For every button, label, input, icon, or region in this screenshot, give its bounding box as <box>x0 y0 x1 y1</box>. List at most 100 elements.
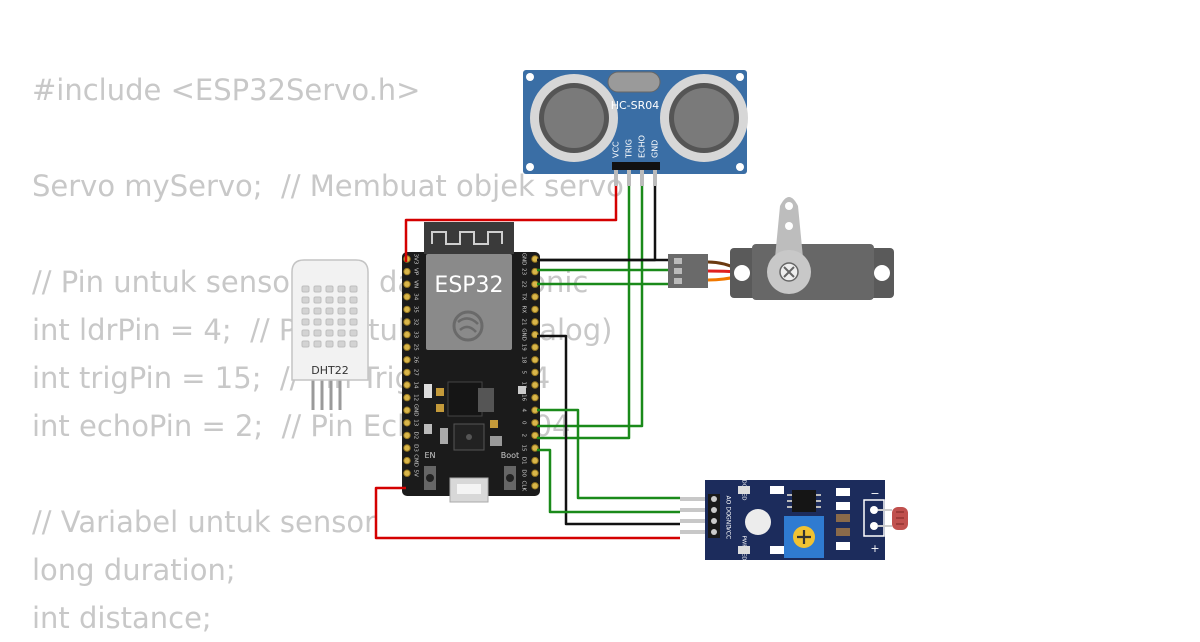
dht22-vent-slot <box>301 318 310 326</box>
dht22-vent-slot <box>313 307 322 315</box>
esp32-right-pin-label: 16 <box>521 394 527 401</box>
dht22-vent-slot <box>313 296 322 304</box>
dht22-vent-slot <box>349 340 358 348</box>
esp32-right-pin <box>531 444 539 452</box>
esp32-right-pin-label: 17 <box>521 382 527 389</box>
boot-label: Boot <box>501 451 519 460</box>
dht22-vent-slot <box>337 340 346 348</box>
dht22-vent-slot <box>337 296 346 304</box>
dht22-vent-slot <box>325 318 334 326</box>
esp32-right-pin <box>531 431 539 440</box>
dht22-vent-slot <box>313 285 322 293</box>
dht22-vent-slot <box>349 285 358 293</box>
code-line: int distance; <box>32 601 212 635</box>
esp32-left-pin-label: GND <box>413 404 419 417</box>
esp32-left-pin-label: 32 <box>413 319 419 326</box>
esp32-left-pin <box>403 406 411 414</box>
ldr-pin-label: DO <box>725 506 732 516</box>
esp32-right-pin-label: 19 <box>521 344 527 351</box>
esp32-right-pin <box>531 393 539 402</box>
esp32-right-pin <box>531 293 539 301</box>
dht22-vent-slot <box>301 329 310 337</box>
esp32-left-pin <box>403 419 411 427</box>
esp32-left-pin <box>403 343 411 351</box>
hc-sr04-label: HC-SR04 <box>611 99 660 112</box>
esp32-right-pin <box>531 456 539 465</box>
dht22-vent-slot <box>349 318 358 326</box>
esp32-left-pin <box>403 393 411 402</box>
dht22-vent-slot <box>325 340 334 348</box>
esp32-left-pin <box>403 280 411 288</box>
dht22-vent-slot <box>301 307 310 315</box>
esp32-right-pin <box>531 419 539 427</box>
esp32-left-pin <box>403 293 411 301</box>
esp32-right-pin-label: 4 <box>521 408 527 412</box>
esp32-right-pin-label: D0 <box>521 469 527 477</box>
esp32-left-pin <box>403 469 411 477</box>
esp32-board[interactable]: ESP32 EN Boot 3V3VPVN343532332526271412G… <box>402 222 540 503</box>
esp32-right-pin-label: TX <box>521 292 527 300</box>
ldr-minus-label: − <box>870 487 879 500</box>
dht22-vent-slot <box>337 318 346 326</box>
wire-ldr-ao <box>537 408 680 500</box>
code-line: #include <ESP32Servo.h> <box>32 73 421 107</box>
esp32-left-pin-label: 3V3 <box>413 254 419 265</box>
wire-ldr-vcc <box>374 486 680 540</box>
esp32-right-pin-label: 23 <box>521 268 527 275</box>
dht22-vent-slot <box>313 340 322 348</box>
wire-gnd-hcsr04 <box>537 186 657 262</box>
esp32-left-pin-label: 12 <box>413 394 419 401</box>
esp32-right-pin-label: 21 <box>521 319 527 326</box>
esp32-right-pin <box>531 482 539 490</box>
esp32-left-pin-label: 26 <box>413 356 419 363</box>
wire-trig <box>537 186 631 440</box>
wire-ldr-do <box>537 448 680 514</box>
dht22-vent-slot <box>313 318 322 326</box>
esp32-right-pin-label: CLK <box>521 481 527 492</box>
dht22-vent-slot <box>325 285 334 293</box>
dht22-vent-slot <box>349 296 358 304</box>
esp32-left-pin <box>403 267 411 276</box>
ldr-pin-label: VCC <box>725 527 732 539</box>
esp32-right-pin-label: GND <box>521 328 527 341</box>
esp32-left-pin-label: 25 <box>413 344 419 351</box>
dht22-label: DHT22 <box>311 364 348 377</box>
ldr-module[interactable]: AODOGNDVCCDO LEDPWR LED − + <box>680 479 908 561</box>
dht22-vent-slot <box>349 307 358 315</box>
esp32-right-pin <box>531 356 539 364</box>
dht22-vent-slot <box>337 307 346 315</box>
esp32-right-pin-label: 2 <box>521 434 527 438</box>
code-line: long duration; <box>32 553 236 587</box>
esp32-left-pin-label: 35 <box>413 306 419 313</box>
esp32-right-pin-label: 22 <box>521 281 527 288</box>
esp32-left-pin <box>403 381 411 389</box>
esp32-right-pin <box>531 469 539 477</box>
dht22-sensor[interactable]: DHT22 <box>291 259 369 410</box>
servo-motor[interactable] <box>668 197 894 300</box>
dht22-vent-grid <box>301 285 358 348</box>
ldr-pin-label: AO <box>725 496 732 505</box>
esp32-right-pin-label: 15 <box>521 445 527 452</box>
esp32-left-pin <box>403 305 411 314</box>
ldr-plus-label: + <box>870 542 879 555</box>
dht22-vent-slot <box>349 329 358 337</box>
esp32-left-pin <box>403 330 411 339</box>
dht22-vent-slot <box>301 340 310 348</box>
dht22-vent-slot <box>301 285 310 293</box>
esp32-left-pin <box>403 356 411 364</box>
esp32-left-pin-label: 27 <box>413 369 419 376</box>
dht22-vent-slot <box>325 329 334 337</box>
esp32-left-pin-label: 14 <box>413 382 419 389</box>
wire-ldr-gnd <box>537 334 680 526</box>
esp32-right-pin-label: RX <box>521 306 527 314</box>
wire-vcc-hcsr04 <box>404 186 618 262</box>
esp32-right-pin <box>531 330 539 339</box>
hc-sr04-pin-label: ECHO <box>638 135 647 158</box>
code-line: // Variabel untuk sensor <box>32 505 377 539</box>
dht22-vent-slot <box>301 296 310 304</box>
dht22-vent-slot <box>337 285 346 293</box>
esp32-right-pin-label: D1 <box>521 457 527 465</box>
esp32-left-pin <box>403 368 411 377</box>
